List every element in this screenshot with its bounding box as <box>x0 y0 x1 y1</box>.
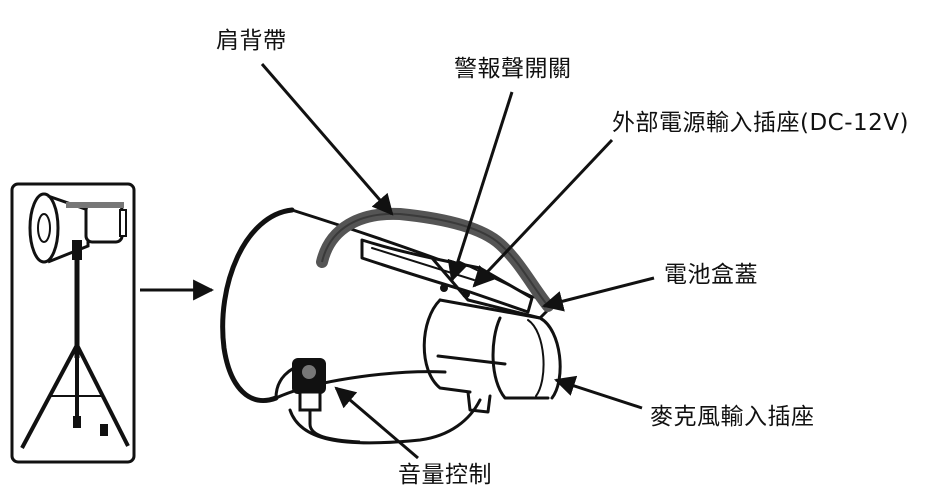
arrow-volume-control <box>336 388 418 458</box>
label-alarm-switch: 警報聲開關 <box>454 56 572 82</box>
arrow-battery-cover <box>544 278 654 306</box>
label-shoulder-strap: 肩背帶 <box>216 28 287 54</box>
label-mic-input: 麥克風輸入插座 <box>650 404 815 430</box>
volume-control-unit <box>276 358 360 442</box>
label-battery-cover: 電池盒蓋 <box>664 262 758 288</box>
label-dc-input: 外部電源輸入插座(DC-12V) <box>612 110 909 136</box>
tripod-inset <box>12 184 134 462</box>
arrow-mic-input <box>556 380 642 408</box>
arrow-shoulder-strap <box>262 64 392 214</box>
arrow-dc-input <box>474 140 612 286</box>
label-volume-control: 音量控制 <box>398 462 492 488</box>
